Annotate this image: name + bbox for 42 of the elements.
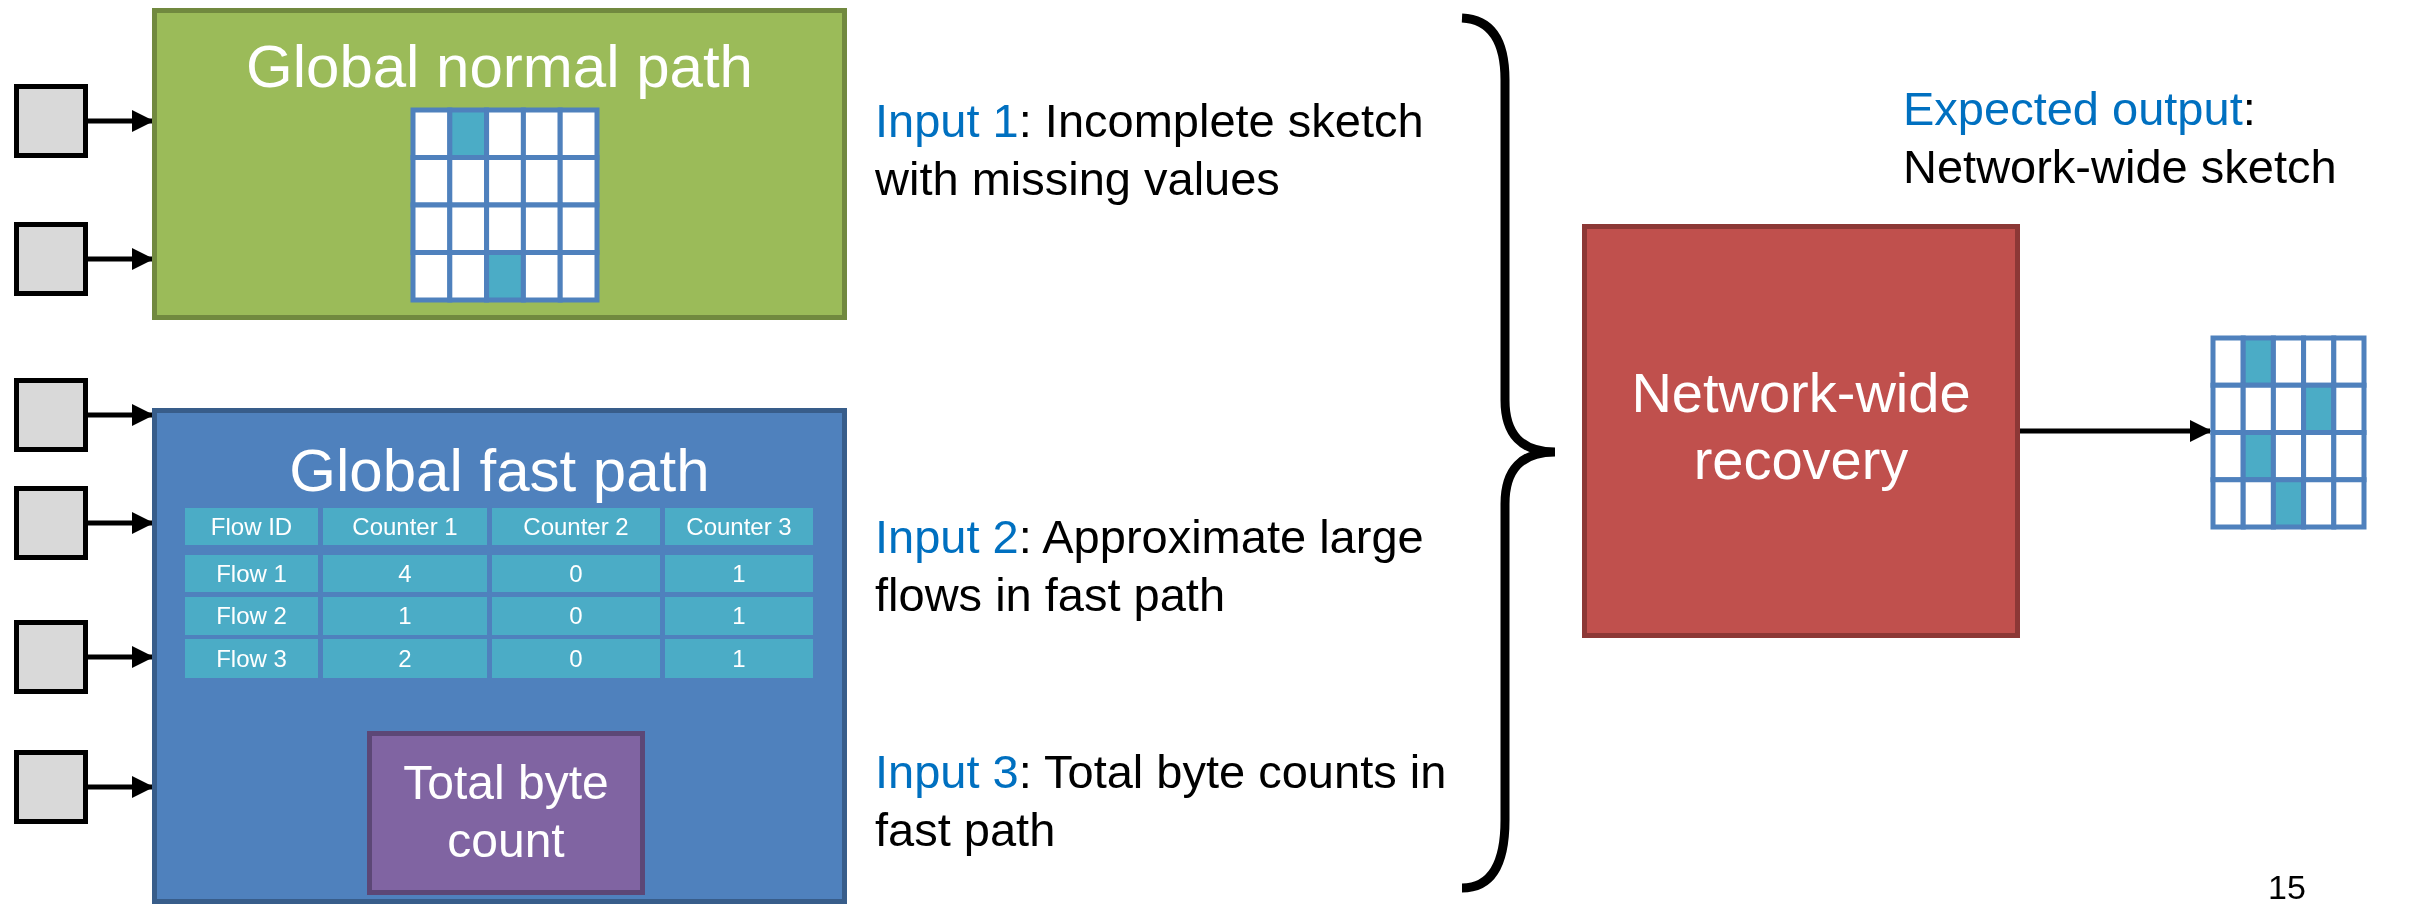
arrow [88, 646, 154, 668]
box-label: Network-wide recovery [1630, 360, 1972, 494]
square-box [14, 378, 88, 452]
arrow [88, 776, 154, 798]
table-cell: 1 [665, 555, 813, 592]
table-header-cell: Counter 2 [492, 508, 660, 545]
arrow [88, 248, 154, 270]
arrow [88, 404, 154, 426]
annotation-text: Input 2: Approximate large flows in fast path [875, 509, 1425, 623]
table-header-cell: Flow ID [185, 508, 318, 545]
arrow [88, 512, 154, 534]
annotation-text: Input 1: Incomplete sketch with missing values [875, 93, 1425, 207]
table-header-cell: Counter 3 [665, 508, 813, 545]
table-cell: 0 [492, 597, 660, 635]
box-title: Global fast path [288, 436, 711, 506]
annotation-text: Expected output: Network-wide sketch [1903, 81, 2338, 195]
annotation-text: Input 3: Total byte counts in fast path [875, 744, 1448, 858]
table-cell: 1 [665, 639, 813, 678]
arrow [88, 110, 154, 132]
page-number: 15 [2268, 867, 2307, 906]
sketch-grid-drawing [2210, 335, 2367, 530]
table-cell: 0 [492, 555, 660, 592]
square-box [14, 620, 88, 694]
table-cell: 1 [665, 597, 813, 635]
table-header-cell: Counter 1 [323, 508, 487, 545]
square-box [14, 222, 88, 296]
table-cell: Flow 1 [185, 555, 318, 592]
arrow [2020, 420, 2212, 442]
process-box [367, 731, 645, 895]
table-cell: 0 [492, 639, 660, 678]
table-cell: 1 [323, 597, 487, 635]
process-box [152, 8, 847, 320]
square-box [14, 84, 88, 158]
table-cell: 2 [323, 639, 487, 678]
table-cell: Flow 3 [185, 639, 318, 678]
table-cell: Flow 2 [185, 597, 318, 635]
square-box [14, 750, 88, 824]
box-label: Total byte count [402, 755, 610, 869]
square-box [14, 486, 88, 560]
box-title: Global normal path [245, 32, 754, 102]
process-box [1582, 224, 2020, 638]
table-cell: 4 [323, 555, 487, 592]
